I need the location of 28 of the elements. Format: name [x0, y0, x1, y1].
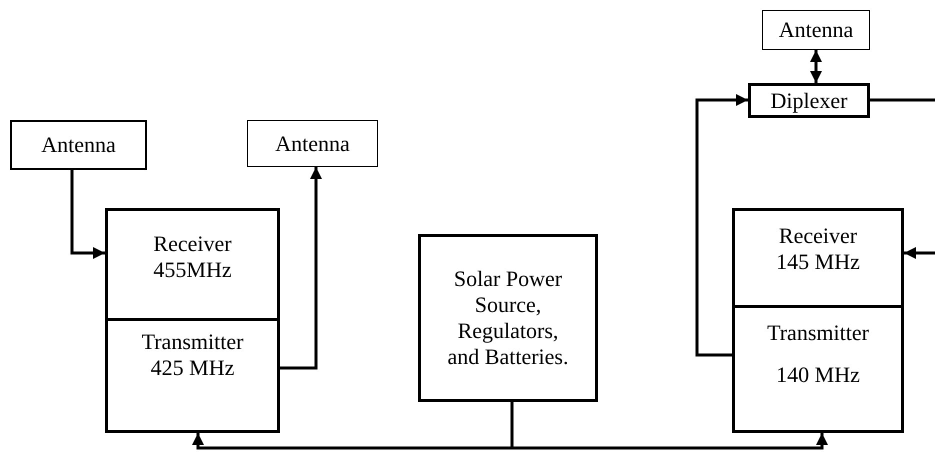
node-label: Antenna [275, 130, 350, 156]
arrow [696, 94, 748, 356]
antenna-box [762, 10, 870, 50]
node-label: 455MHz [153, 257, 232, 283]
diplexer-box [748, 83, 870, 118]
transmitter-box [732, 305, 904, 433]
power-supply-box [418, 234, 598, 402]
receiver-box [732, 208, 904, 308]
antenna-box [247, 120, 378, 167]
arrow [510, 402, 828, 450]
node-label: Receiver [778, 223, 858, 249]
node-label: Receiver [153, 231, 232, 257]
antenna-box [10, 120, 147, 170]
node-label: Diplexer [770, 88, 848, 114]
node-label: 145 MHz [776, 249, 860, 275]
node-label: 425 MHz [150, 355, 234, 381]
arrow [70, 170, 105, 259]
transmitter-box [105, 318, 280, 433]
node-label: Solar Power Source, Regulators, and Batteries. [446, 266, 570, 370]
node-label: Antenna [41, 132, 116, 158]
node-label: Transmitter [142, 329, 244, 355]
receiver-box [105, 208, 280, 321]
arrow [810, 50, 822, 83]
arrow [280, 167, 322, 370]
node-label: 140 MHz [776, 362, 860, 388]
node-label: Transmitter [767, 320, 869, 346]
node-label: Antenna [778, 17, 854, 43]
arrow [904, 247, 935, 259]
